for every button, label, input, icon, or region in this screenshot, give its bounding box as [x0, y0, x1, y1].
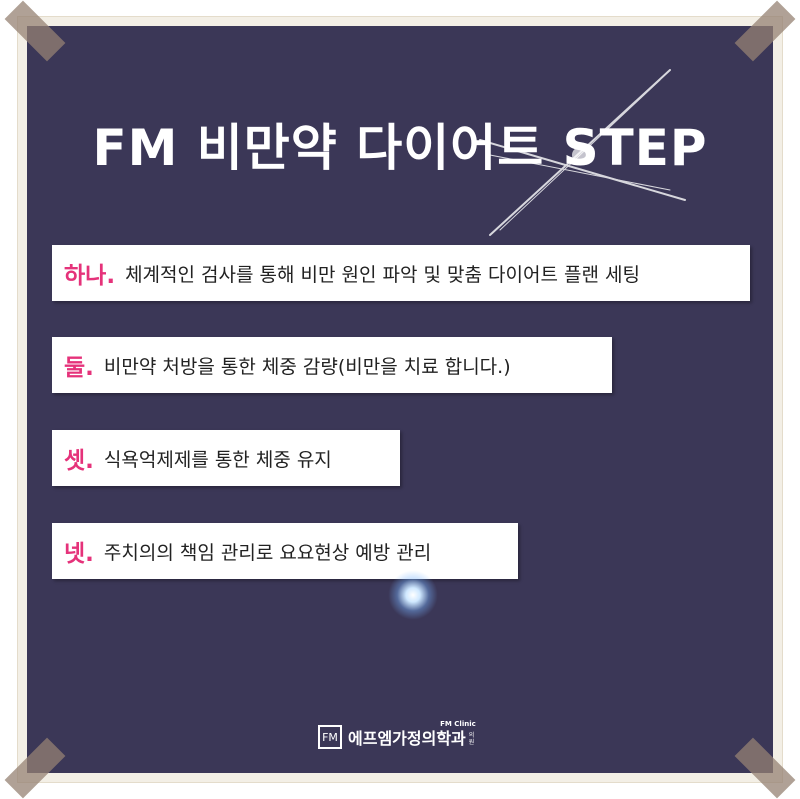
step-text: 체계적인 검사를 통해 비만 원인 파악 및 맞춤 다이어트 플랜 세팅 — [125, 263, 640, 286]
logo-tag: 의원 — [468, 732, 475, 746]
logo-name-row: 에프엠가정의학과 의원 — [348, 729, 476, 749]
step-number: 하나. — [64, 263, 116, 289]
step-3: 셋. 식욕억제제를 통한 체중 유지 — [52, 430, 400, 486]
light-glow — [388, 570, 438, 620]
background-panel — [27, 26, 773, 773]
logo-subtitle: FM Clinic — [440, 720, 476, 728]
step-text: 비만약 처방을 통한 체중 감량(비만을 치료 합니다.) — [103, 355, 511, 378]
logo-name: 에프엠가정의학과 — [348, 729, 466, 748]
page-title: FM 비만약 다이어트 STEP — [92, 119, 708, 177]
logo-text-group: FM Clinic 에프엠가정의학과 의원 — [348, 720, 476, 749]
step-2: 둘. 비만약 처방을 통한 체중 감량(비만을 치료 합니다.) — [52, 337, 612, 393]
step-number: 넷. — [64, 541, 94, 567]
clinic-logo: FM FM Clinic 에프엠가정의학과 의원 — [318, 720, 476, 749]
step-1: 하나. 체계적인 검사를 통해 비만 원인 파악 및 맞춤 다이어트 플랜 세팅 — [52, 245, 750, 301]
step-text: 식욕억제제를 통한 체중 유지 — [103, 448, 332, 471]
step-4: 넷. 주치의의 책임 관리로 요요현상 예방 관리 — [52, 523, 518, 579]
step-number: 셋. — [64, 448, 94, 474]
step-number: 둘. — [64, 355, 94, 381]
step-text: 주치의의 책임 관리로 요요현상 예방 관리 — [103, 541, 432, 564]
sparkle-decoration — [479, 69, 686, 236]
logo-mark-icon: FM — [318, 725, 342, 749]
